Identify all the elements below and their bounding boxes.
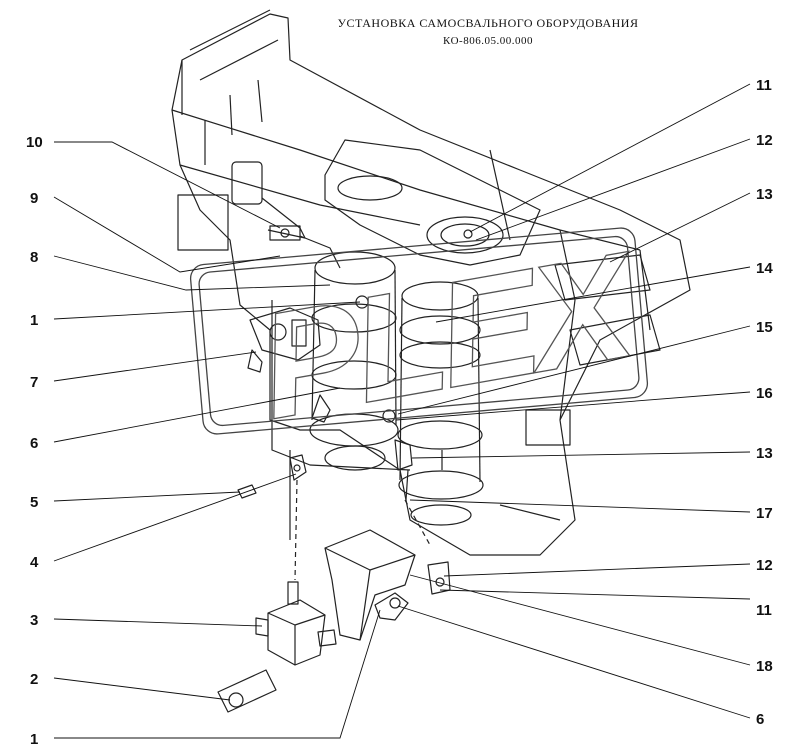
callout-8: 8: [30, 249, 38, 266]
callouts-left: 10 9 8 1 7 6 5 4 3 2 1: [26, 134, 43, 748]
callout-12-lower: 12: [756, 557, 773, 574]
lower-fitting: [374, 592, 409, 621]
callout-15: 15: [756, 319, 773, 336]
callouts-right: 11 12 13 14 15 16 13 17 12 11 18 6: [756, 77, 773, 728]
callout-9: 9: [30, 190, 38, 207]
callout-14: 14: [756, 260, 773, 277]
top-plate: [324, 139, 541, 266]
callout-13: 13: [756, 186, 773, 203]
leader-lines: [53, 83, 751, 739]
hydraulic-cylinder-right: [382, 281, 484, 526]
callout-13-lower: 13: [756, 445, 773, 462]
bolt: [237, 484, 257, 499]
callout-10: 10: [26, 134, 43, 151]
callout-2: 2: [30, 671, 38, 688]
callout-5: 5: [30, 494, 38, 511]
callout-11-lower: 11: [756, 602, 772, 619]
lower-clip: [427, 561, 451, 595]
callout-18: 18: [756, 658, 773, 675]
pin: [217, 669, 277, 713]
upper-bracket: [231, 161, 341, 269]
callout-1-lower: 1: [30, 731, 38, 748]
callout-11: 11: [756, 77, 772, 94]
assembly-lines: [294, 479, 431, 581]
callout-17: 17: [756, 505, 773, 522]
callout-6: 6: [30, 435, 38, 452]
diagram-title: УСТАНОВКА САМОСВАЛЬНОГО ОБОРУДОВАНИЯ: [337, 16, 639, 30]
callout-6-lower: 6: [756, 711, 764, 728]
valve-assembly: [255, 581, 337, 666]
diagram-code: КО-806.05.00.000: [443, 35, 533, 47]
small-bracket: [289, 454, 307, 481]
hydraulic-cylinder-left: [309, 251, 399, 471]
callout-3: 3: [30, 612, 38, 629]
callout-1: 1: [30, 312, 38, 329]
callout-7: 7: [30, 374, 38, 391]
callout-12: 12: [756, 132, 773, 149]
watermark: PLEX: [189, 218, 653, 451]
mounting-plate: [324, 529, 416, 641]
callout-16: 16: [756, 385, 773, 402]
chassis-frame: [171, 9, 691, 556]
callout-4: 4: [30, 554, 39, 571]
side-valve: [247, 307, 321, 373]
